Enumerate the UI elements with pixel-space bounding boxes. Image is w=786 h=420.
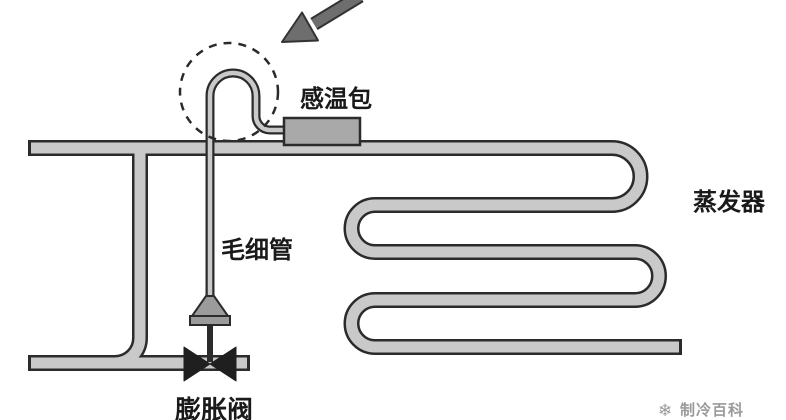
expansion-valve-left-triangle (183, 346, 211, 382)
capillary-tube (207, 70, 288, 302)
snowflake-icon: ❄ (658, 401, 672, 420)
label-evaporator: 蒸发器 (693, 188, 766, 216)
sensing-bulb (282, 116, 362, 147)
expansion-valve-right-triangle (209, 346, 237, 382)
valve-diaphragm (189, 315, 231, 326)
label-sensing-bulb: 感温包 (300, 85, 372, 113)
label-expansion-valve: 膨胀阀 (175, 396, 253, 420)
valve-cone (190, 295, 230, 317)
watermark-text: 制冷百科 (680, 401, 744, 419)
evaporator-coil (31, 142, 679, 353)
pointer-arrow-icon (281, 11, 319, 43)
branch-pipe (112, 143, 146, 369)
pointer-arrow-shaft (311, 0, 363, 29)
dashed-highlight-circle (178, 41, 280, 143)
label-capillary-tube: 毛细管 (221, 236, 293, 264)
